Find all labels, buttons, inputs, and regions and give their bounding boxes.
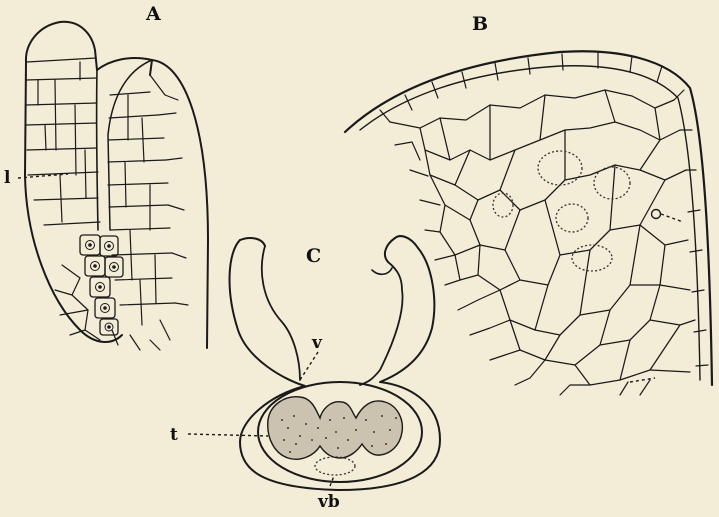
panel-a-drawing [18, 22, 208, 350]
panel-label-b: B [472, 13, 488, 35]
panel-label-c: C [306, 245, 321, 267]
annotation-t: t [170, 425, 178, 445]
annotation-v: v [311, 333, 323, 353]
panel-label-a: A [145, 3, 161, 25]
panel-b-drawing [345, 51, 712, 395]
annotation-l: l [4, 168, 11, 188]
panel-c-drawing [188, 236, 440, 490]
annotation-vb: vb [317, 492, 340, 512]
